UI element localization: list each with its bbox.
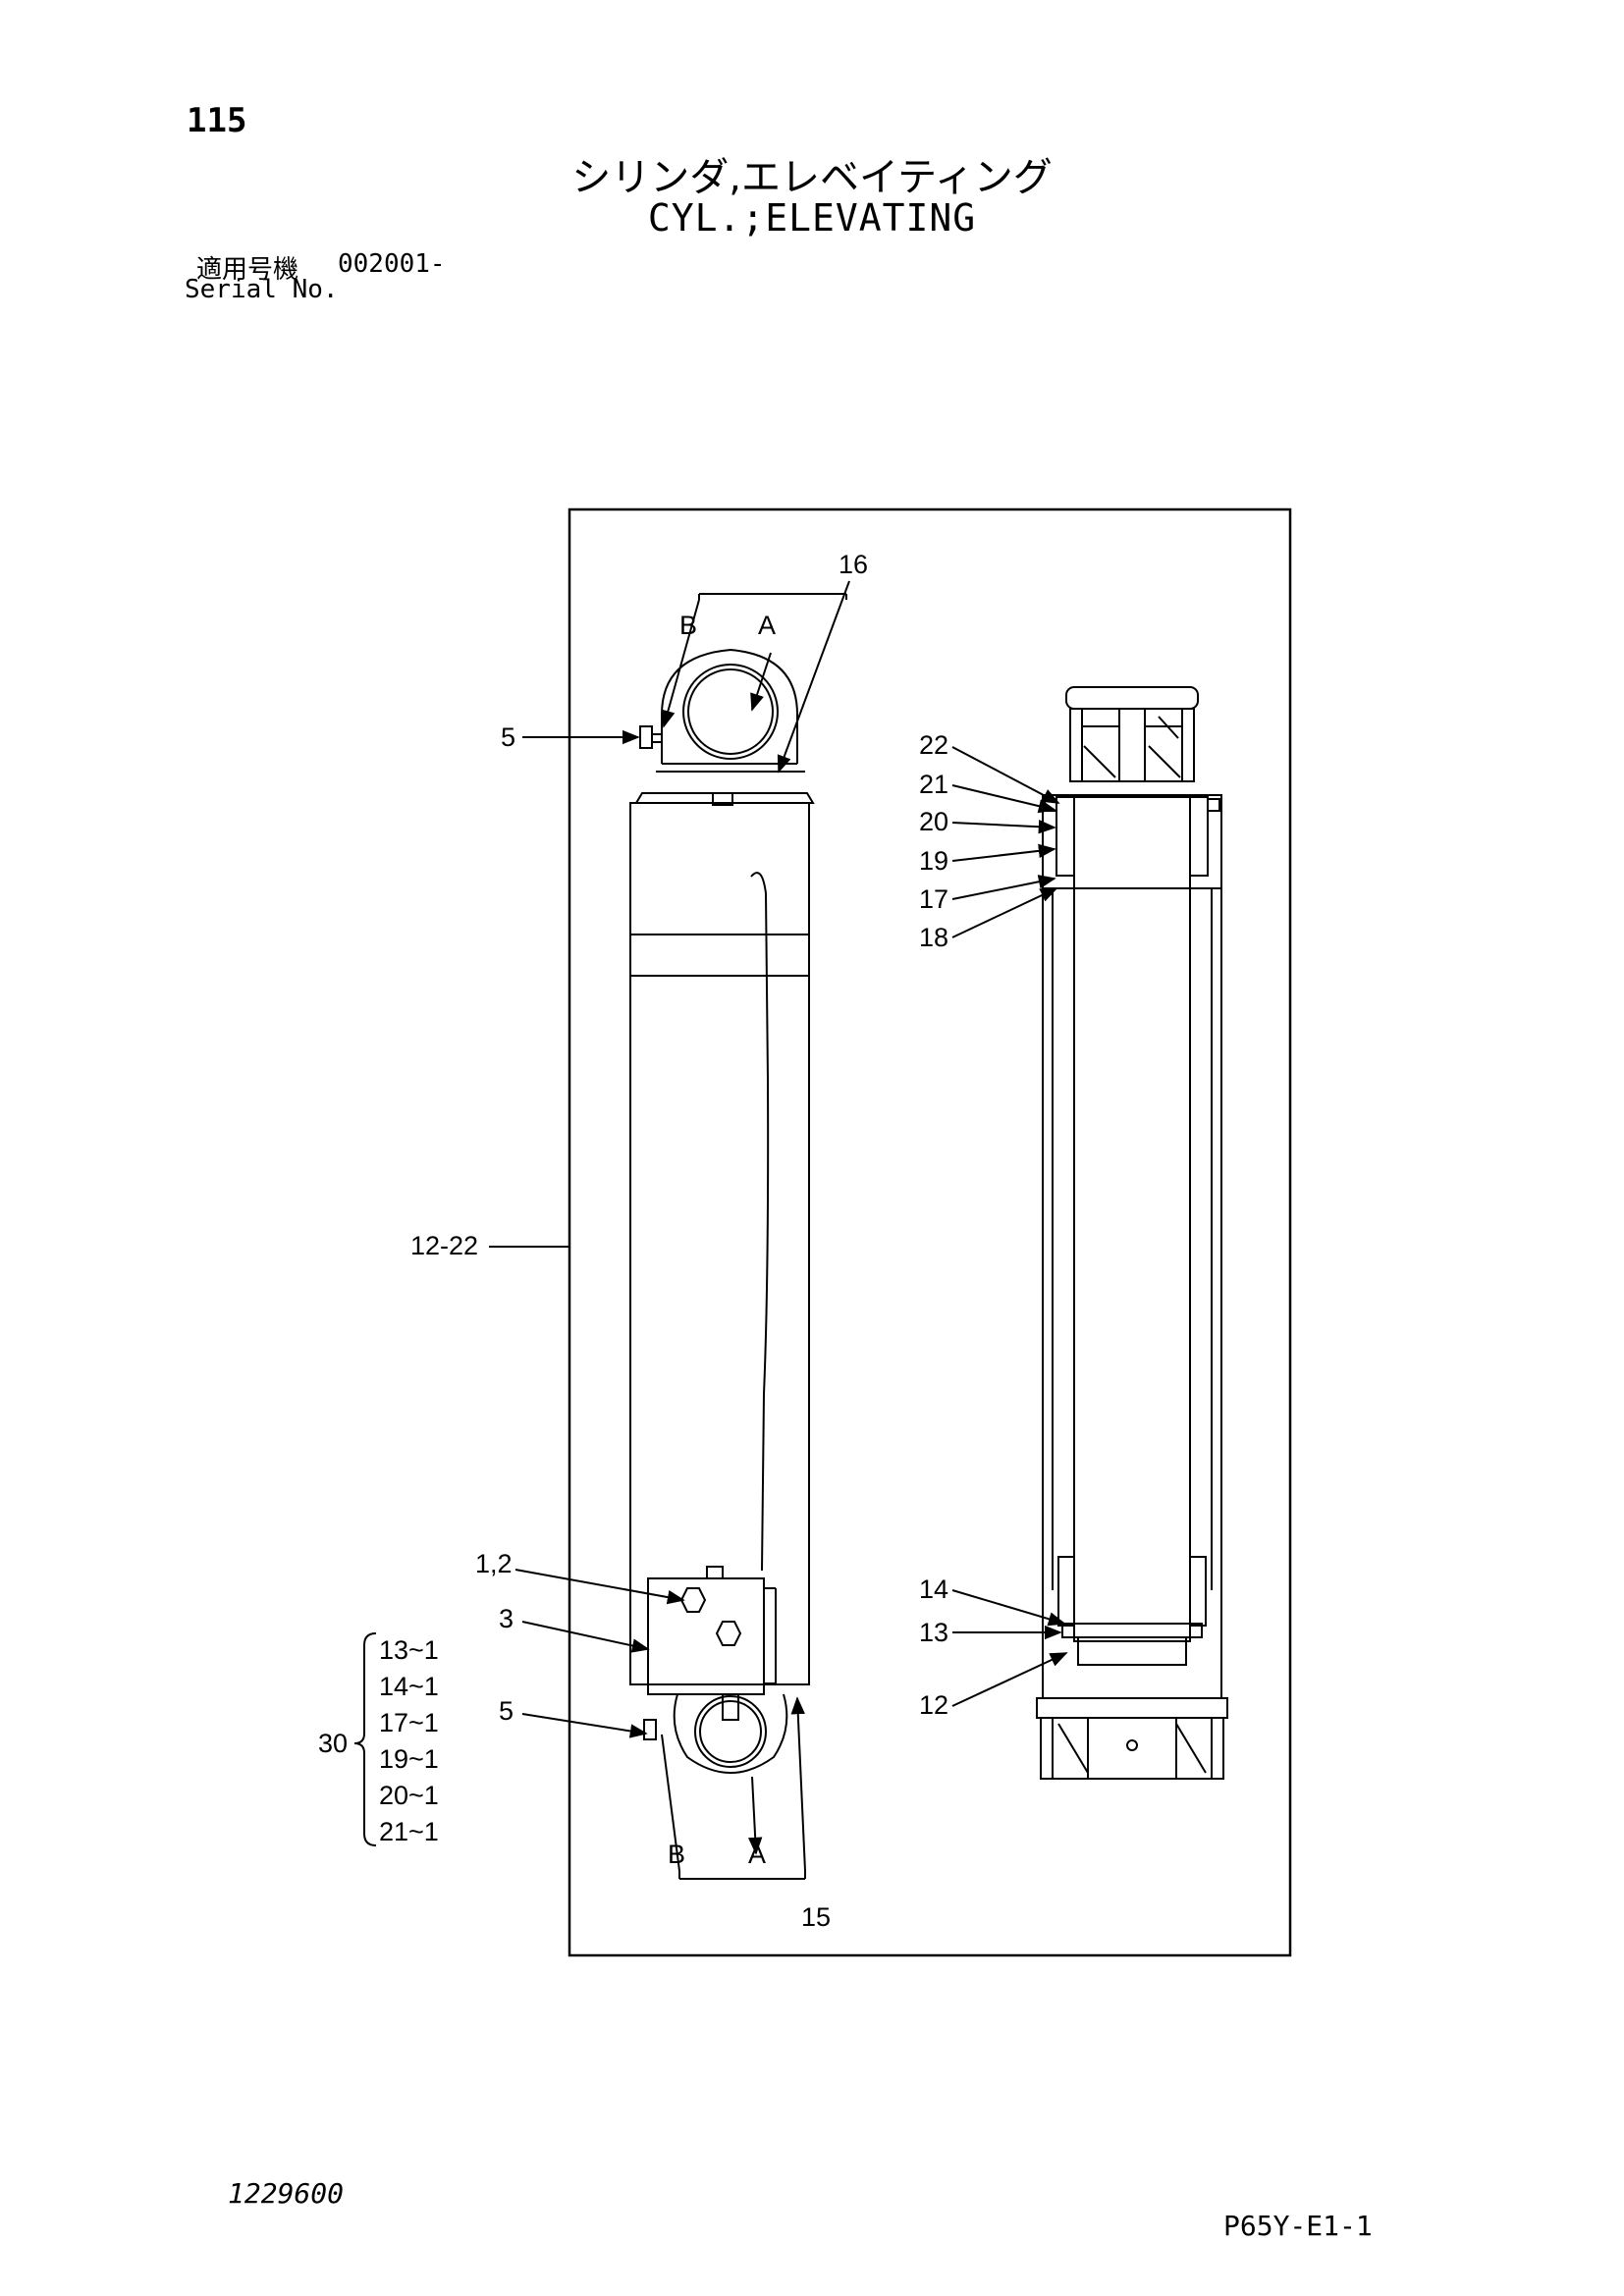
page-number: 115 [187, 101, 247, 140]
callout-16: 16 [839, 550, 868, 579]
kit-number: 30 [318, 1729, 348, 1758]
kit-item-4: 19~1 [379, 1744, 439, 1774]
page-title-japanese: シリンダ,エレベイティング [571, 155, 1053, 200]
diagram-frame [568, 507, 1292, 1957]
top-clevis [639, 648, 805, 773]
hydraulic-tube [750, 872, 770, 1572]
page-title-english: CYL.;ELEVATING [647, 196, 977, 240]
callout-18: 18 [919, 923, 948, 952]
callout-5-bottom: 5 [499, 1696, 514, 1726]
callout-1-2: 1,2 [475, 1549, 513, 1578]
bottom-clevis [643, 1693, 788, 1774]
callout-17: 17 [919, 884, 948, 914]
leader-lines [353, 580, 1068, 1880]
callout-5-top: 5 [501, 722, 515, 752]
callout-b-top: B [679, 611, 697, 640]
callout-a-top: A [758, 611, 776, 640]
callout-15: 15 [801, 1902, 831, 1932]
valve-block [647, 1566, 777, 1695]
callout-19: 19 [919, 846, 948, 876]
bottom-eye-section [1036, 1697, 1228, 1780]
callout-a-bottom: A [748, 1840, 766, 1869]
serial-label-japanese: 適用号機 [196, 255, 299, 285]
callout-labels: 16 B A 5 12-22 1,2 3 5 B A 15 22 21 20 1… [318, 550, 948, 1932]
callout-21: 21 [919, 770, 948, 799]
callout-3: 3 [499, 1604, 514, 1633]
callout-14: 14 [919, 1575, 948, 1604]
top-eye-section [1065, 686, 1199, 782]
kit-bracket [353, 1632, 377, 1846]
kit-item-1: 13~1 [379, 1635, 439, 1665]
cylinder-exterior-view [629, 648, 815, 1774]
callout-22: 22 [919, 730, 948, 760]
callout-13: 13 [919, 1618, 948, 1647]
callout-20: 20 [919, 807, 948, 836]
kit-item-5: 20~1 [379, 1781, 439, 1810]
serial-label-english: Serial No. [185, 275, 339, 304]
barrel-section [1042, 794, 1222, 1699]
kit-item-2: 14~1 [379, 1672, 439, 1701]
cylinder-barrel [629, 802, 810, 1685]
callout-12-22: 12-22 [410, 1231, 478, 1260]
cylinder-section-view [1036, 686, 1228, 1780]
serial-number-value: 002001- [338, 249, 446, 279]
drawing-number: 1229600 [228, 2177, 345, 2210]
kit-item-3: 17~1 [379, 1708, 439, 1737]
callout-b-bottom: B [668, 1840, 685, 1869]
kit-item-6: 21~1 [379, 1817, 439, 1846]
callout-12: 12 [919, 1690, 948, 1720]
page-code: P65Y-E1-1 [1223, 2210, 1373, 2242]
